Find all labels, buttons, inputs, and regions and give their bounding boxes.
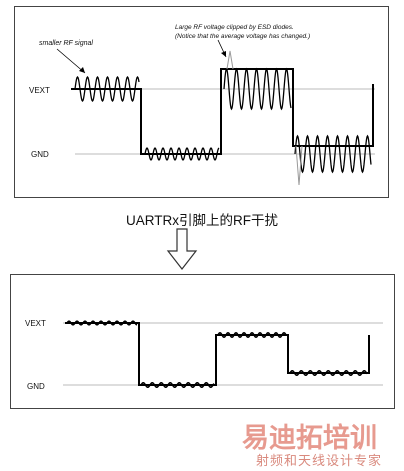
- bottom-diagram-panel: VEXT GND: [10, 274, 395, 409]
- bottom-ripple-high: [66, 320, 138, 326]
- bottom-square-wave: [65, 322, 370, 386]
- bottom-ripple-mid-high: [217, 331, 287, 339]
- top-gnd-label: GND: [31, 150, 49, 159]
- top-waveform-svg: VEXT GND smaller RF signal Large RF volt…: [29, 24, 375, 186]
- watermark-logo-text: 易迪拓培训: [242, 423, 377, 454]
- bottom-ripple-mid-low: [289, 370, 368, 376]
- watermark-subtitle: 射频和天线设计专家: [256, 454, 383, 469]
- annotation-smaller-rf: smaller RF signal: [39, 40, 93, 47]
- annotation-arrowhead-large: [221, 51, 226, 57]
- bottom-waveform-svg: VEXT GND: [25, 319, 383, 391]
- bottom-vext-label: VEXT: [25, 319, 46, 328]
- top-diagram-panel: VEXT GND smaller RF signal Large RF volt…: [14, 6, 389, 198]
- clip-spike-bottom: [295, 145, 303, 186]
- top-rf-wave-small-high: [74, 75, 140, 103]
- top-rf-wave-large-high: [223, 67, 292, 111]
- down-arrow-icon: [166, 228, 198, 270]
- annotation-large-rf-line2: (Notice that the average voltage has cha…: [175, 33, 310, 40]
- annotation-arrowhead-small: [79, 67, 85, 73]
- top-rf-wave-small-low: [144, 147, 220, 161]
- bottom-ripple-low: [140, 382, 215, 388]
- annotation-arrow-small: [56, 48, 86, 74]
- clip-spike-top: [226, 50, 234, 70]
- top-rf-wave-large-low: [294, 134, 372, 174]
- caption-text: UARTRx引脚上的RF干扰: [125, 213, 278, 228]
- bottom-gnd-label: GND: [27, 382, 45, 391]
- top-vext-label: VEXT: [29, 86, 50, 95]
- annotation-large-rf-line1: Large RF voltage clipped by ESD diodes.: [175, 24, 294, 31]
